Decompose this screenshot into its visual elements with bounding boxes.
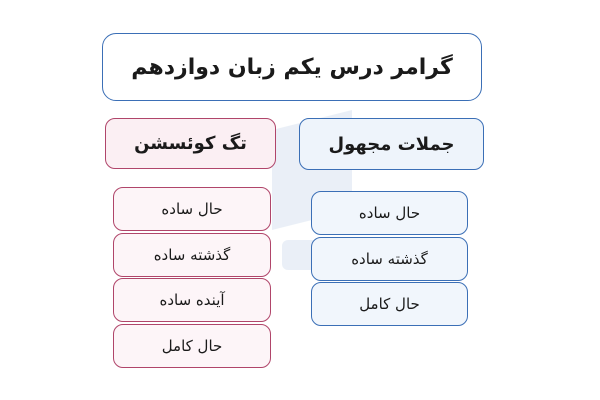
diagram-title: گرامر درس یکم زبان دوازدهم <box>102 33 482 101</box>
tag-question-item: حال کامل <box>113 324 271 368</box>
tag-question-item: آینده ساده <box>113 278 271 322</box>
passive-voice-header: جملات مجهول <box>299 118 484 170</box>
passive-voice-item: حال کامل <box>311 282 468 326</box>
tag-question-item: حال ساده <box>113 187 271 231</box>
passive-voice-item: حال ساده <box>311 191 468 235</box>
passive-voice-item: گذشته ساده <box>311 237 468 281</box>
tag-question-item: گذشته ساده <box>113 233 271 277</box>
tag-question-header: تگ کوئسشن <box>105 118 276 169</box>
